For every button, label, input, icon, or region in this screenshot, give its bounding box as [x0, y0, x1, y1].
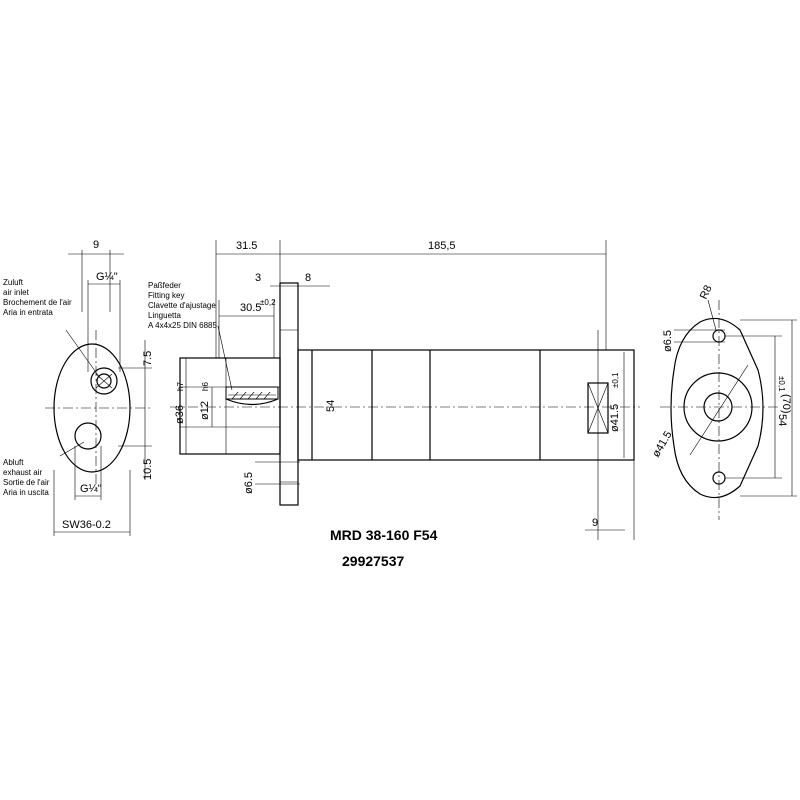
- dim-body-tol: ±0,1: [611, 372, 620, 388]
- part-number: 29927537: [342, 553, 405, 569]
- left-dim-top: 9: [93, 239, 99, 251]
- exhaust-label-1: exhaust air: [3, 468, 42, 477]
- dim-body-dia: ø41.5: [609, 404, 621, 432]
- dim-flange-height: 54: [325, 400, 337, 412]
- right-dim-hole: ø6.5: [662, 330, 674, 352]
- fitting-key: [225, 386, 279, 400]
- right-dim-overall: (70): [780, 394, 792, 414]
- side-view: 31.5 185,5 3 8 30.5 ±0,2 Paßfeder Fittin…: [148, 240, 640, 540]
- right-dim-bore: ø41.5: [650, 429, 674, 459]
- model-title: MRD 38-160 F54: [330, 527, 438, 543]
- right-dim-holes: 54: [776, 414, 788, 426]
- dim-flange-length: 31.5: [236, 240, 257, 252]
- left-thread-top: G¼": [96, 271, 118, 283]
- inlet-label-0: Zuluft: [3, 278, 24, 287]
- key-label-1: Fitting key: [148, 291, 184, 300]
- dim-shaft-tol: h6: [201, 382, 210, 391]
- exhaust-label-2: Sortie de l'air: [3, 478, 50, 487]
- left-thread-bottom: G¼": [80, 483, 102, 495]
- key-label-0: Paßfeder: [148, 281, 181, 290]
- dim-hole: ø6.5: [243, 472, 255, 494]
- key-label-3: Linguetta: [148, 311, 181, 320]
- exhaust-label-3: Aria in uscita: [3, 488, 49, 497]
- key-label-2: Clavette d'ajustage: [148, 301, 216, 310]
- inlet-label-1: air inlet: [3, 288, 30, 297]
- inlet-label-2: Brochement de l'air: [3, 298, 72, 307]
- left-dim-upper: 7.5: [142, 351, 154, 366]
- left-dim-lower: 10.5: [142, 459, 154, 480]
- left-end-view: 9 G¼" 7.5 10.5 G¼" SW36-0.2 Zuluft air i…: [3, 239, 154, 536]
- inlet-label-3: Aria in entrata: [3, 308, 53, 317]
- exhaust-label-0: Abluft: [3, 458, 24, 467]
- dim-key-length: 30.5: [240, 302, 261, 314]
- right-dim-radius: R8: [698, 283, 715, 301]
- dim-shaft: ø12: [199, 401, 211, 420]
- right-flange-view: R8 ø6.5 ø41.5 54 ±0,1 (70): [650, 283, 797, 520]
- dim-end: 9: [592, 517, 598, 529]
- left-wrench-size: SW36-0.2: [62, 519, 111, 531]
- right-dim-holes-tol: ±0,1: [777, 376, 786, 392]
- key-label-4: A 4x4x25 DIN 6885: [148, 321, 217, 330]
- dim-pilot: ø36: [174, 405, 186, 424]
- dim-pilot-tol: h7: [176, 382, 185, 391]
- dim-eight: 8: [305, 272, 311, 284]
- dim-three: 3: [255, 272, 261, 284]
- dim-key-tol: ±0,2: [260, 298, 276, 307]
- dim-body-length: 185,5: [428, 240, 456, 252]
